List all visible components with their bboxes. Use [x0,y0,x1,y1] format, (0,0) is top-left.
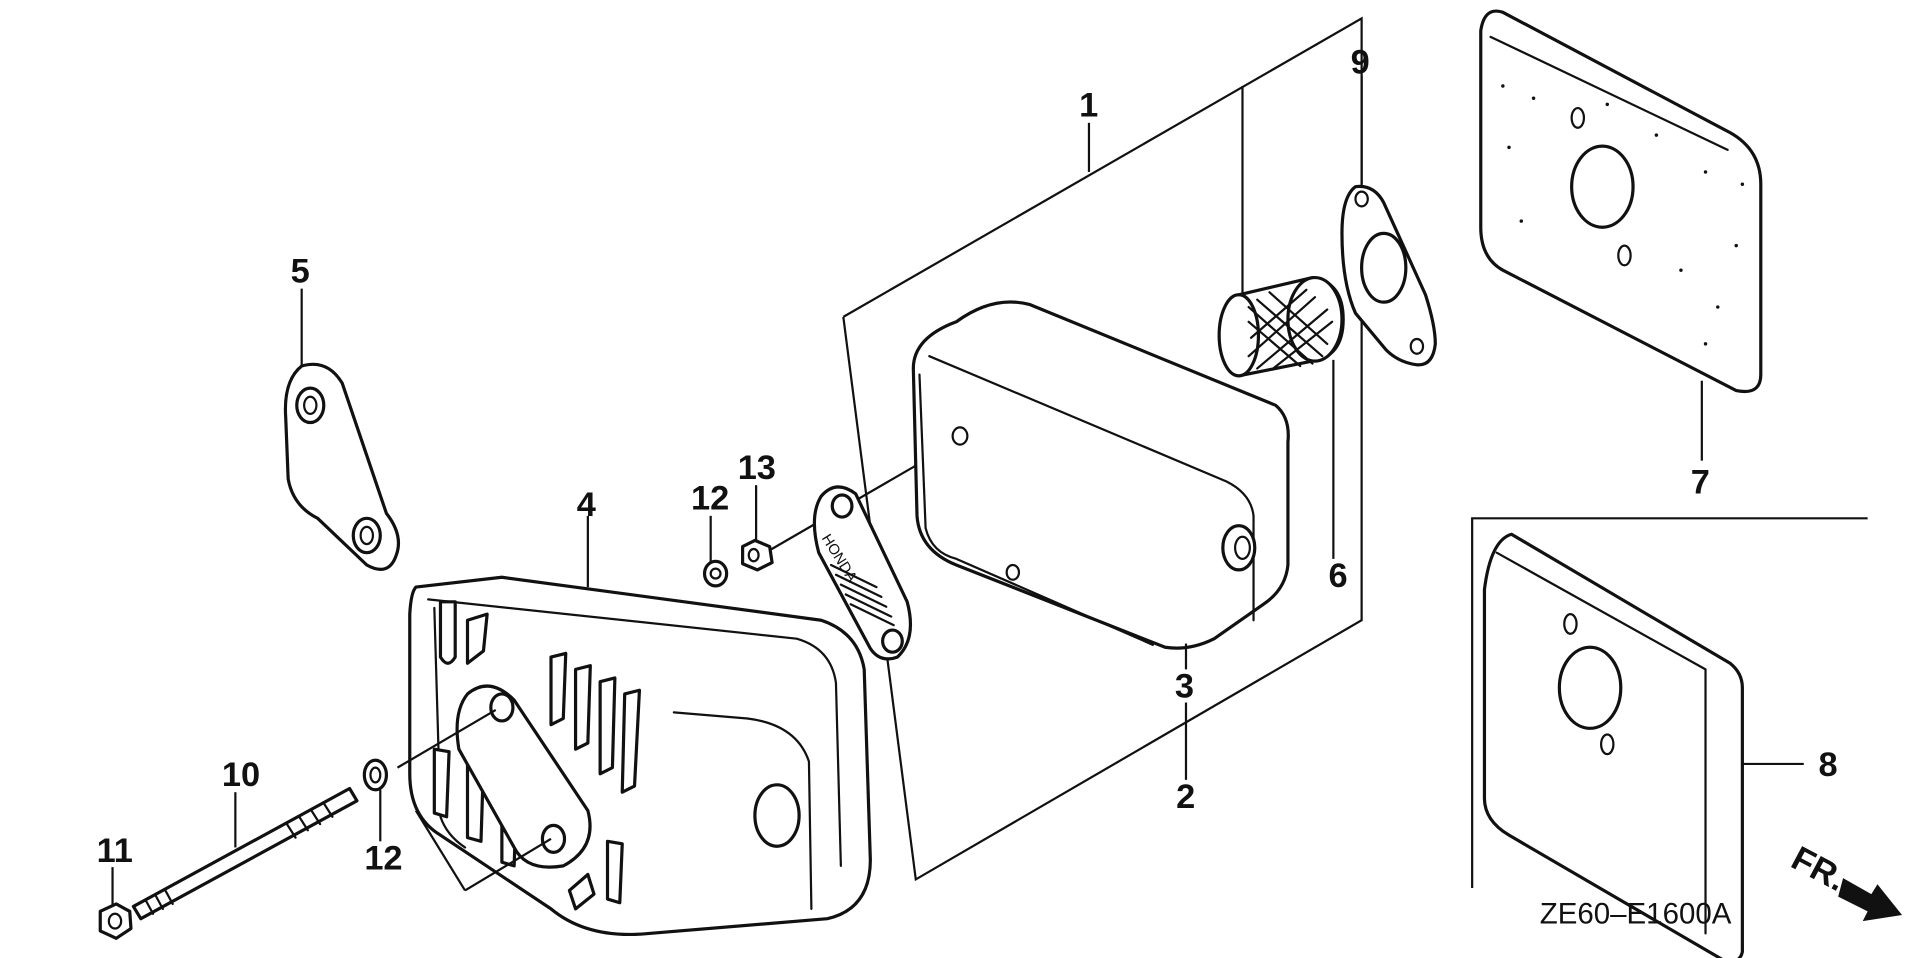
callout-9: 9 [1351,44,1370,82]
part-2-muffler-body [911,300,1290,780]
part-8-heat-plate [1471,517,1868,958]
part-6-spark-arrester [1217,275,1345,559]
callout-11: 11 [97,832,133,870]
part-10-bolt [131,786,359,921]
honda-plate-lines [829,563,895,627]
part-11-nut [98,867,133,940]
callout-6: 6 [1328,557,1347,595]
part-12-washer-lower [362,758,389,842]
callout-7: 7 [1691,464,1710,502]
part-7-heat-plate [1479,9,1763,461]
front-direction-arrow [1838,878,1903,922]
assembly-bracket-1 [842,16,1363,882]
arrester-mesh [1247,288,1334,370]
part-4-muffler-protector [396,515,872,937]
callout-12-upper: 12 [691,480,729,518]
callout-12-lower: 12 [364,840,402,878]
callout-1: 1 [1079,87,1098,125]
callout-2: 2 [1176,778,1195,816]
heat-plate-dots [1501,84,1745,346]
part-9-gasket [1340,76,1437,367]
callout-4: 4 [577,486,596,524]
callout-10: 10 [222,756,260,794]
callout-3: 3 [1175,668,1194,706]
callout-5: 5 [291,252,310,290]
callout-13: 13 [738,449,776,487]
part-5-protector [283,288,400,571]
callout-8: 8 [1819,746,1838,784]
honda-protector-plate: HONDA [812,485,913,661]
part-12-washer-upper [702,515,729,588]
diagram-code: ZE60–E1600A [1540,898,1732,931]
